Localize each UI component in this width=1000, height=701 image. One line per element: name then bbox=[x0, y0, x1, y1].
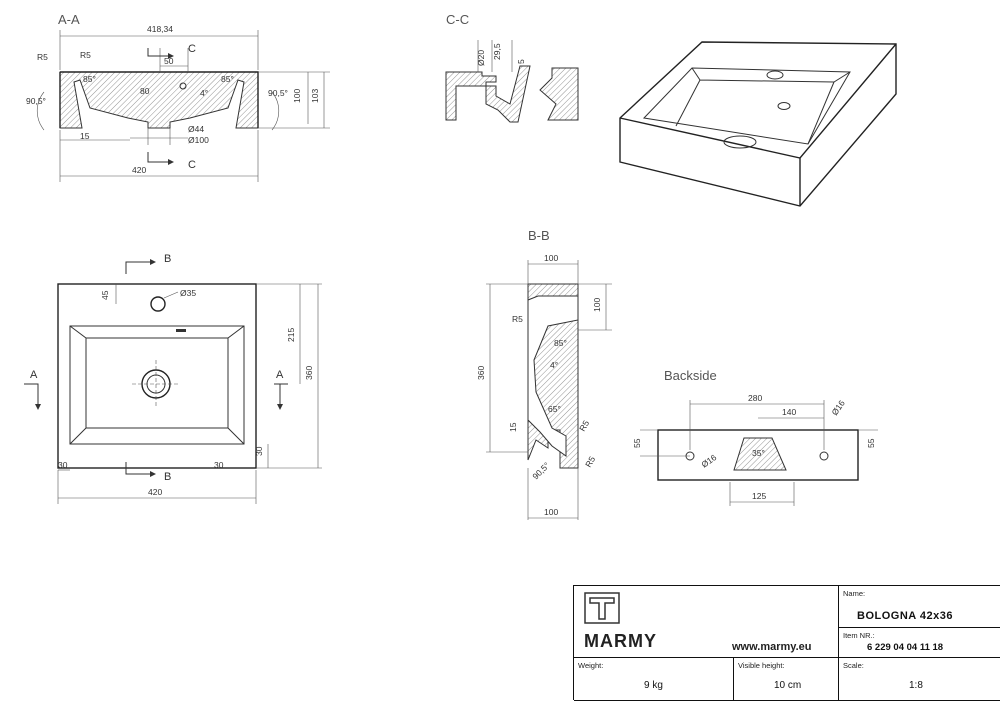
dim-55-right: 55 bbox=[866, 438, 876, 448]
dim-r5-bb-top: R5 bbox=[512, 314, 523, 324]
dim-35-deg: 35° bbox=[752, 448, 765, 458]
section-a-a-label: A-A bbox=[58, 12, 80, 27]
dim-360-bb: 360 bbox=[476, 366, 486, 380]
section-c-c-label: C-C bbox=[446, 12, 469, 27]
scale-value: 1:8 bbox=[909, 680, 923, 691]
section-c-marker-top: C bbox=[188, 43, 196, 55]
dim-phi16-right: Ø16 bbox=[829, 398, 847, 417]
dim-90-5-left: 90,5° bbox=[26, 96, 46, 106]
dim-30-right: 30 bbox=[254, 446, 264, 456]
height-label: Visible height: bbox=[738, 661, 785, 670]
height-cell: Visible height: 10 cm bbox=[734, 658, 839, 701]
dim-phi35: Ø35 bbox=[180, 288, 196, 298]
section-b-b-view: B-B 100 100 R5 85° 4° 360 65° R5 15 90,5… bbox=[476, 228, 612, 520]
item-cell: Item NR.: 6 229 04 04 11 18 bbox=[839, 628, 1000, 658]
name-value: BOLOGNA 42x36 bbox=[857, 610, 953, 622]
dim-15: 15 bbox=[80, 131, 90, 141]
dim-418-34: 418,34 bbox=[147, 24, 173, 34]
dim-phi100: Ø100 bbox=[188, 135, 209, 145]
dim-420-section: 420 bbox=[132, 165, 146, 175]
dim-80: 80 bbox=[140, 86, 150, 96]
dim-85-bb: 85° bbox=[554, 338, 567, 348]
item-label: Item NR.: bbox=[843, 631, 875, 640]
section-a-a-view: A-A 418,34 Ø44 Ø100 50 C C R5 R5 85° 85°… bbox=[26, 12, 330, 182]
section-b-marker-top: B bbox=[164, 253, 171, 265]
dim-100: 100 bbox=[292, 89, 302, 103]
brand-cell: MARMY www.marmy.eu bbox=[574, 586, 839, 658]
dim-r5-bb-mid: R5 bbox=[577, 418, 591, 433]
dim-29-5: 29,5 bbox=[492, 43, 502, 60]
section-c-c-view: C-C Ø20 29,5 5 bbox=[445, 12, 579, 123]
dim-100-bb-top: 100 bbox=[544, 253, 558, 263]
backside-label: Backside bbox=[664, 368, 717, 383]
section-b-b-label: B-B bbox=[528, 228, 550, 243]
dim-30-mid: 30 bbox=[214, 460, 224, 470]
dim-85-right: 85° bbox=[221, 74, 234, 84]
dim-phi16-left: Ø16 bbox=[699, 452, 718, 470]
dim-215: 215 bbox=[286, 328, 296, 342]
backside-view: Backside 280 140 Ø16 Ø16 55 55 35° 125 bbox=[632, 368, 878, 506]
dim-360: 360 bbox=[304, 366, 314, 380]
dim-140: 140 bbox=[782, 407, 796, 417]
dim-103: 103 bbox=[310, 89, 320, 103]
isometric-view bbox=[619, 41, 897, 207]
dim-90-5-bb: 90,5° bbox=[530, 460, 551, 481]
name-label: Name: bbox=[843, 589, 866, 598]
dim-4-bb: 4° bbox=[550, 360, 558, 370]
dim-phi44: Ø44 bbox=[188, 124, 204, 134]
scale-cell: Scale: 1:8 bbox=[839, 658, 1000, 701]
name-cell: Name: BOLOGNA 42x36 bbox=[839, 586, 1000, 628]
title-block: MARMY www.marmy.eu Name: BOLOGNA 42x36 I… bbox=[573, 585, 1000, 701]
dim-50: 50 bbox=[164, 56, 174, 66]
dim-65-bb: 65° bbox=[548, 404, 561, 414]
weight-label: Weight: bbox=[578, 661, 604, 670]
dim-r5-left: R5 bbox=[37, 52, 48, 62]
dim-15-bb: 15 bbox=[508, 422, 518, 432]
weight-cell: Weight: 9 kg bbox=[574, 658, 734, 701]
dim-100-bb-bottom: 100 bbox=[544, 507, 558, 517]
dim-125: 125 bbox=[752, 491, 766, 501]
dim-r5-bb-bottom: R5 bbox=[583, 454, 597, 469]
dim-30-left: 30 bbox=[58, 460, 68, 470]
section-a-marker-left: A bbox=[30, 369, 38, 381]
dim-r5-right: R5 bbox=[80, 50, 91, 60]
dim-100-bb-right: 100 bbox=[592, 298, 602, 312]
dim-90-5-right: 90,5° bbox=[268, 88, 288, 98]
dim-4-deg: 4° bbox=[200, 88, 208, 98]
section-c-marker-bottom: C bbox=[188, 159, 196, 171]
dim-85-left: 85° bbox=[83, 74, 96, 84]
section-a-marker-right: A bbox=[276, 369, 284, 381]
item-value: 6 229 04 04 11 18 bbox=[867, 642, 944, 653]
dim-5-cc: 5 bbox=[516, 59, 526, 64]
dim-55-left: 55 bbox=[632, 438, 642, 448]
dim-45: 45 bbox=[100, 290, 110, 300]
height-value: 10 cm bbox=[774, 680, 802, 691]
section-b-marker-bottom: B bbox=[164, 471, 171, 483]
brand-name: MARMY bbox=[584, 631, 657, 651]
marmy-logo-icon bbox=[584, 592, 620, 624]
dim-phi20: Ø20 bbox=[476, 50, 486, 66]
weight-value: 9 kg bbox=[644, 680, 663, 691]
top-view: B B A A 45 Ø35 215 360 30 30 30 420 bbox=[24, 253, 322, 504]
dim-280: 280 bbox=[748, 393, 762, 403]
dim-420-top: 420 bbox=[148, 487, 162, 497]
scale-label: Scale: bbox=[843, 661, 864, 670]
website-link[interactable]: www.marmy.eu bbox=[732, 641, 812, 653]
